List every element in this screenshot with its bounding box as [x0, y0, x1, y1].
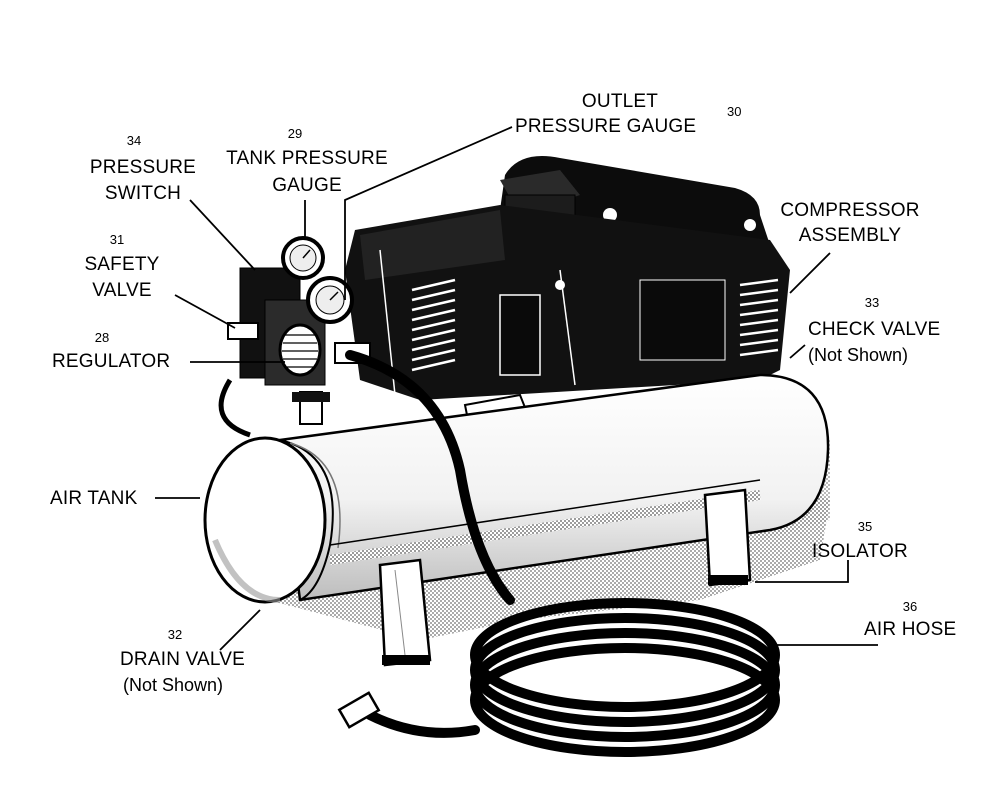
check-valve-number: 33	[864, 295, 880, 310]
pressure-switch-label-line1: PRESSURE	[89, 157, 197, 178]
leader-lines	[155, 126, 878, 651]
drain-valve-number: 32	[167, 627, 183, 642]
regulator-label: REGULATOR	[52, 351, 171, 372]
tank-gauge-number: 29	[287, 126, 303, 141]
compressor-body	[345, 156, 790, 442]
pressure-switch-number: 34	[126, 133, 142, 148]
regulator-cluster	[227, 236, 371, 425]
air-hose-number: 36	[902, 599, 918, 614]
check-valve-note: (Not Shown)	[808, 345, 909, 365]
air-tank-label: AIR TANK	[50, 488, 138, 509]
isolator-number: 35	[857, 519, 873, 534]
regulator-number: 28	[94, 330, 110, 345]
tank-gauge-label-line2: GAUGE	[272, 175, 342, 196]
tank-gauge-label-line1: TANK PRESSURE	[226, 148, 388, 169]
compressor-assembly-label-line2: ASSEMBLY	[798, 225, 902, 246]
leader-safety-valve	[174, 294, 236, 329]
tank-feet	[378, 488, 752, 667]
safety-valve-number: 31	[109, 232, 125, 247]
leader-compressor-assembly	[789, 252, 831, 294]
isolator-label: ISOLATOR	[812, 541, 908, 562]
leader-isolator	[755, 560, 849, 583]
air-hose	[218, 350, 780, 757]
check-valve-label: CHECK VALVE	[808, 319, 941, 340]
leader-outlet-gauge	[344, 126, 513, 300]
outlet-gauge-number: 30	[727, 104, 742, 119]
outlet-gauge-label-line2: PRESSURE GAUGE	[515, 116, 697, 137]
safety-valve-label-line1: SAFETY	[84, 254, 160, 275]
safety-valve-label-line2: VALVE	[92, 280, 152, 301]
drain-valve-label: DRAIN VALVE	[120, 649, 246, 670]
leader-drain-valve	[219, 609, 261, 651]
leader-pressure-switch	[189, 199, 256, 271]
drain-valve-note: (Not Shown)	[123, 675, 224, 695]
air-hose-label: AIR HOSE	[864, 619, 957, 640]
outlet-gauge-label-line1: OUTLET	[581, 91, 659, 112]
leader-check-valve	[789, 344, 806, 359]
air-tank	[203, 373, 830, 604]
compressor-assembly-label-line1: COMPRESSOR	[780, 200, 920, 221]
pressure-switch-label-line2: SWITCH	[104, 183, 182, 204]
